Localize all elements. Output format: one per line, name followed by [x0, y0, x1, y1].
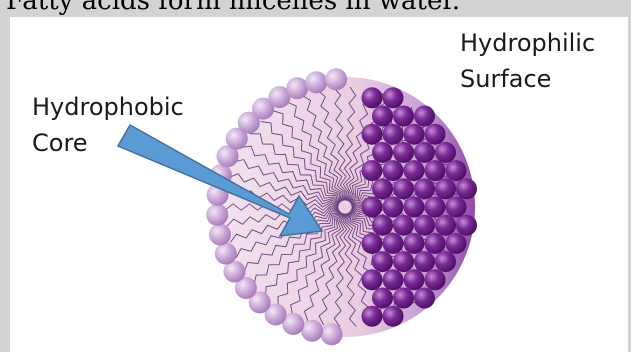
hydrophilic-head-light	[215, 243, 237, 265]
hydrophilic-head-dark	[383, 269, 404, 290]
hydrophilic-head-dark	[456, 178, 477, 199]
hydrophilic-head-dark	[362, 306, 383, 327]
hydrophilic-head-dark	[383, 233, 404, 254]
hydrophilic-head-dark	[404, 124, 425, 145]
hydrophilic-head-dark	[446, 197, 467, 218]
hydrophilic-label-line2: Surface	[460, 61, 595, 97]
hydrophilic-head-dark	[425, 197, 446, 218]
hydrophilic-head-dark	[393, 215, 414, 236]
hydrophilic-head-light	[305, 71, 327, 93]
hydrophilic-head-dark	[446, 233, 467, 254]
hydrophilic-head-dark	[435, 142, 456, 163]
hydrophilic-head-dark	[383, 87, 404, 108]
hydrophilic-head-dark	[446, 160, 467, 181]
hydrophilic-head-dark	[425, 233, 446, 254]
hydrophilic-surface-label: Hydrophilic Surface	[460, 25, 595, 97]
hydrophilic-head-dark	[393, 106, 414, 127]
hydrophilic-head-dark	[372, 142, 393, 163]
hydrophilic-head-dark	[372, 251, 393, 272]
hydrophilic-head-dark	[414, 106, 435, 127]
hydrophilic-head-light	[209, 224, 231, 246]
hydrophilic-head-dark	[383, 160, 404, 181]
hydrophilic-head-dark	[372, 106, 393, 127]
hydrophilic-head-dark	[404, 269, 425, 290]
hydrophilic-head-dark	[393, 288, 414, 309]
hydrophilic-head-dark	[404, 160, 425, 181]
hydrophilic-head-dark	[383, 124, 404, 145]
hydrophilic-head-dark	[435, 215, 456, 236]
hydrophilic-head-dark	[414, 251, 435, 272]
hydrophilic-head-dark	[362, 87, 383, 108]
hydrophilic-head-dark	[372, 215, 393, 236]
hydrophilic-head-dark	[362, 197, 383, 218]
hydrophilic-head-dark	[383, 306, 404, 327]
hydrophilic-head-dark	[425, 269, 446, 290]
hydrophilic-head-dark	[393, 142, 414, 163]
hydrophilic-head-light	[286, 77, 308, 99]
hydrophilic-head-dark	[362, 160, 383, 181]
hydrophilic-head-dark	[414, 142, 435, 163]
hydrophilic-head-light	[206, 204, 228, 226]
hydrophilic-head-dark	[414, 215, 435, 236]
hydrophilic-head-light	[321, 323, 343, 345]
hydrophilic-head-dark	[404, 197, 425, 218]
hydrophilic-head-dark	[425, 124, 446, 145]
hydrophilic-head-dark	[372, 178, 393, 199]
hydrophilic-head-dark	[435, 178, 456, 199]
hydrophilic-head-dark	[362, 124, 383, 145]
hydrophobic-label-line2: Core	[32, 125, 184, 161]
hydrophilic-head-dark	[362, 233, 383, 254]
hydrophobic-core-label: Hydrophobic Core	[32, 89, 184, 161]
hydrophilic-head-dark	[393, 251, 414, 272]
hydrophilic-head-dark	[362, 269, 383, 290]
hydrophilic-head-dark	[456, 215, 477, 236]
hydrophilic-head-dark	[383, 197, 404, 218]
hydrophobic-label-line1: Hydrophobic	[32, 89, 184, 125]
hydrophilic-head-dark	[393, 178, 414, 199]
hydrophilic-head-dark	[414, 178, 435, 199]
hydrophilic-head-dark	[425, 160, 446, 181]
hydrophilic-label-line1: Hydrophilic	[460, 25, 595, 61]
hydrophilic-head-light	[325, 68, 347, 90]
hydrophilic-head-light	[301, 320, 323, 342]
hydrophilic-head-dark	[435, 251, 456, 272]
hydrophilic-head-dark	[404, 233, 425, 254]
hydrophilic-head-dark	[372, 288, 393, 309]
hydrophilic-head-dark	[414, 288, 435, 309]
